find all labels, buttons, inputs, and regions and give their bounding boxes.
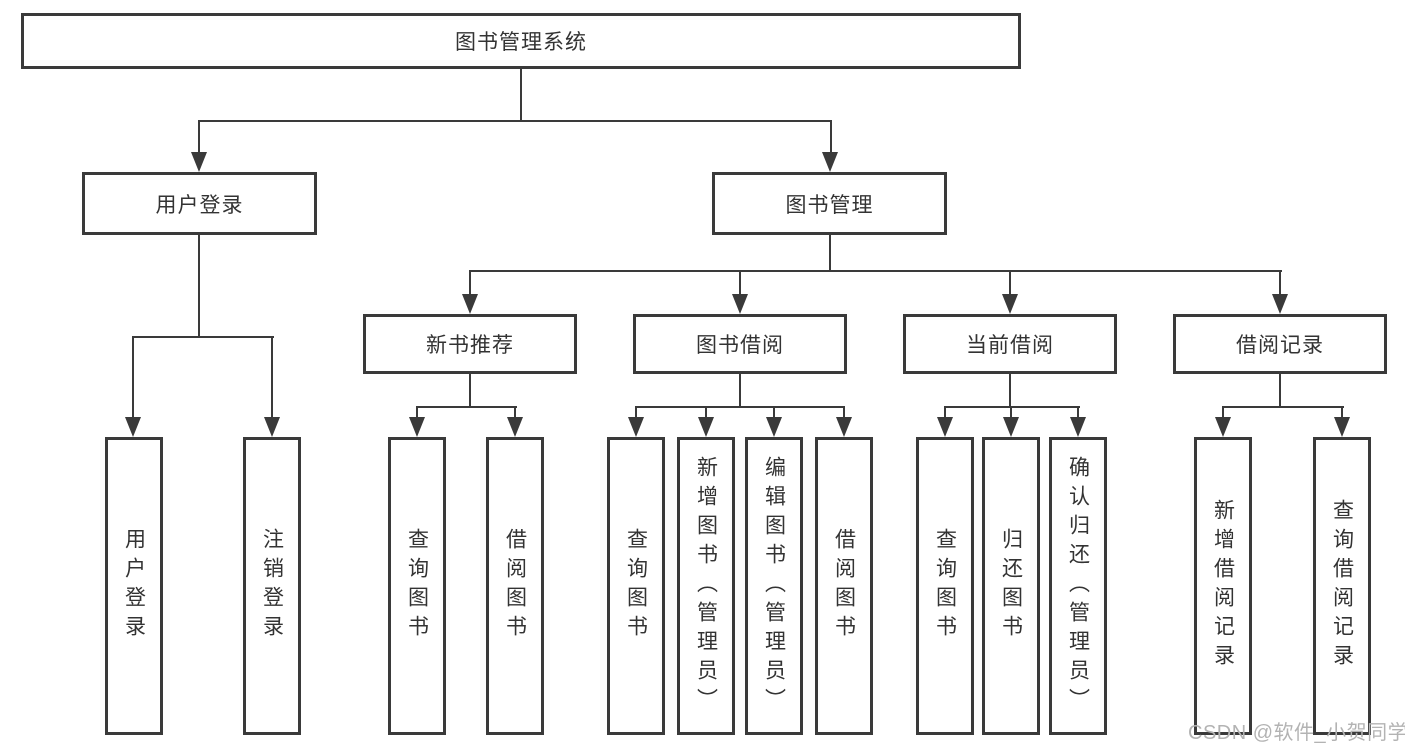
arrowhead xyxy=(628,417,644,437)
connector-line xyxy=(635,406,637,419)
leaf-user-login: 用户登录 xyxy=(105,437,163,735)
node-book-borrowing-label: 图书借阅 xyxy=(696,334,784,357)
arrowhead xyxy=(1272,294,1288,314)
leaf-borrow-books-borrowing: 借阅图书 xyxy=(815,437,873,735)
connector-line xyxy=(1010,406,1012,419)
leaf-query-books-current: 查询图书 xyxy=(916,437,974,735)
arrowhead xyxy=(462,294,478,314)
connector-line xyxy=(1077,406,1079,419)
connector-line xyxy=(520,68,522,122)
leaf-logout: 注销登录 xyxy=(243,437,301,735)
leaf-edit-books-admin: 编辑图书（管理员） xyxy=(745,437,803,735)
leaf-add-books-admin: 新增图书（管理员） xyxy=(677,437,735,735)
connector-line xyxy=(1279,270,1281,296)
connector-line xyxy=(739,374,741,408)
leaf-query-borrow-record-label: 查询借阅记录 xyxy=(1330,499,1354,673)
leaf-query-books-borrowing: 查询图书 xyxy=(607,437,665,735)
connector-line xyxy=(1222,406,1344,408)
leaf-query-books-newrec-label: 查询图书 xyxy=(405,528,429,644)
connector-line xyxy=(705,406,707,419)
connector-line xyxy=(469,270,471,296)
arrowhead xyxy=(264,417,280,437)
connector-line xyxy=(198,120,200,154)
leaf-query-borrow-record: 查询借阅记录 xyxy=(1313,437,1371,735)
connector-line xyxy=(829,235,831,272)
arrowhead xyxy=(822,152,838,172)
arrowhead xyxy=(1003,417,1019,437)
node-borrowing-records-label: 借阅记录 xyxy=(1236,334,1324,357)
connector-line xyxy=(469,374,471,408)
node-root: 图书管理系统 xyxy=(21,13,1021,69)
node-user-login-branch-label: 用户登录 xyxy=(155,193,244,217)
arrowhead xyxy=(937,417,953,437)
leaf-confirm-return-admin: 确认归还（管理员） xyxy=(1049,437,1107,735)
leaf-confirm-return-admin-label: 确认归还（管理员） xyxy=(1066,455,1090,717)
arrowhead xyxy=(766,417,782,437)
arrowhead xyxy=(507,417,523,437)
arrowhead xyxy=(125,417,141,437)
leaf-query-books-borrowing-label: 查询图书 xyxy=(624,528,648,644)
arrowhead xyxy=(698,417,714,437)
connector-line xyxy=(469,270,1282,272)
arrowhead xyxy=(732,294,748,314)
node-book-management: 图书管理 xyxy=(712,172,947,235)
leaf-query-books-newrec: 查询图书 xyxy=(388,437,446,735)
connector-line xyxy=(198,120,832,122)
leaf-user-login-label: 用户登录 xyxy=(122,528,146,644)
leaf-return-books-label: 归还图书 xyxy=(999,528,1023,644)
leaf-add-borrow-record-label: 新增借阅记录 xyxy=(1211,499,1235,673)
connector-line xyxy=(198,235,200,338)
connector-line xyxy=(416,406,517,408)
node-new-book-recommend-label: 新书推荐 xyxy=(426,334,514,357)
arrowhead xyxy=(1070,417,1086,437)
csdn-watermark: CSDN @软件_小贺同学 xyxy=(1188,722,1405,744)
connector-line xyxy=(944,406,946,419)
leaf-add-borrow-record: 新增借阅记录 xyxy=(1194,437,1252,735)
node-user-login-branch: 用户登录 xyxy=(82,172,317,235)
node-book-management-label: 图书管理 xyxy=(785,193,874,217)
arrowhead xyxy=(1002,294,1018,314)
leaf-borrow-books-newrec-label: 借阅图书 xyxy=(503,528,527,644)
leaf-borrow-books-borrowing-label: 借阅图书 xyxy=(832,528,856,644)
arrowhead xyxy=(409,417,425,437)
connector-line xyxy=(132,336,134,419)
leaf-borrow-books-newrec: 借阅图书 xyxy=(486,437,544,735)
connector-line xyxy=(739,270,741,296)
node-new-book-recommend: 新书推荐 xyxy=(363,314,577,374)
node-current-borrowing-label: 当前借阅 xyxy=(966,334,1054,357)
connector-line xyxy=(830,120,832,154)
node-book-borrowing: 图书借阅 xyxy=(633,314,847,374)
connector-line xyxy=(1222,406,1224,419)
connector-line xyxy=(132,336,274,338)
connector-line xyxy=(1009,374,1011,408)
node-current-borrowing: 当前借阅 xyxy=(903,314,1117,374)
connector-line xyxy=(773,406,775,419)
arrowhead xyxy=(1215,417,1231,437)
node-borrowing-records: 借阅记录 xyxy=(1173,314,1387,374)
connector-line xyxy=(271,336,273,419)
connector-line xyxy=(1279,374,1281,408)
leaf-edit-books-admin-label: 编辑图书（管理员） xyxy=(762,455,786,717)
connector-line xyxy=(944,406,1080,408)
node-root-label: 图书管理系统 xyxy=(455,31,587,54)
arrowhead xyxy=(836,417,852,437)
connector-line xyxy=(514,406,516,419)
connector-line xyxy=(635,406,845,408)
leaf-logout-label: 注销登录 xyxy=(260,528,284,644)
arrowhead xyxy=(1334,417,1350,437)
leaf-query-books-current-label: 查询图书 xyxy=(933,528,957,644)
connector-line xyxy=(1009,270,1011,296)
connector-line xyxy=(843,406,845,419)
leaf-return-books: 归还图书 xyxy=(982,437,1040,735)
connector-line xyxy=(416,406,418,419)
connector-line xyxy=(1341,406,1343,419)
leaf-add-books-admin-label: 新增图书（管理员） xyxy=(694,455,718,717)
arrowhead xyxy=(191,152,207,172)
